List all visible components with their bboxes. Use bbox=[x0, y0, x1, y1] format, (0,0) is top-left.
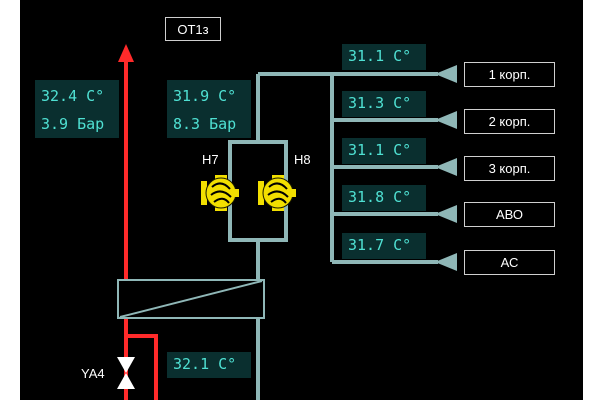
flow-arrow-icon bbox=[435, 158, 457, 176]
flow-arrow-icon bbox=[435, 65, 457, 83]
pump-icon[interactable] bbox=[201, 175, 239, 211]
pump-label-h7: Н7 bbox=[202, 152, 219, 167]
page-title: ОТ1з bbox=[165, 17, 221, 41]
supply-temperature: 32.4 C° bbox=[41, 87, 105, 105]
supply-pressure: 3.9 Бар bbox=[41, 115, 105, 133]
return-temperature: 32.1 C° bbox=[167, 352, 251, 378]
pump-pressure: 8.3 Бар bbox=[173, 115, 237, 133]
branch-temperature-4: 31.8 C° bbox=[342, 185, 426, 211]
return-red-pipe bbox=[126, 334, 158, 400]
pump-readout: 31.9 C° 8.3 Бар bbox=[167, 80, 251, 138]
supply-arrow-icon bbox=[118, 44, 134, 62]
valve-label: YA4 bbox=[81, 366, 105, 381]
flow-arrow-icon bbox=[435, 111, 457, 129]
flow-arrow-icon bbox=[435, 253, 457, 271]
dest-button-as[interactable]: АС bbox=[464, 250, 555, 275]
branch-temperature-3: 31.1 C° bbox=[342, 138, 426, 164]
heat-exchanger-diagonal bbox=[119, 280, 263, 318]
piping-diagram bbox=[117, 44, 457, 400]
pump-temperature: 31.9 C° bbox=[173, 87, 237, 105]
flow-arrow-icon bbox=[435, 205, 457, 223]
branch-temperature-5: 31.7 C° bbox=[342, 233, 426, 259]
pump-icon[interactable] bbox=[258, 175, 296, 211]
hvac-scada-panel: ОТ1з 32.4 C° 3.9 Бар 31.9 C° 8.3 Бар Н7 … bbox=[20, 0, 583, 400]
dest-button-avo[interactable]: АВО bbox=[464, 202, 555, 227]
branch-temperature-2: 31.3 C° bbox=[342, 91, 426, 117]
branch-temperature-1: 31.1 C° bbox=[342, 44, 426, 70]
valve-icon[interactable] bbox=[117, 357, 135, 389]
dest-button-building-1[interactable]: 1 корп. bbox=[464, 62, 555, 87]
pump-label-h8: Н8 bbox=[294, 152, 311, 167]
dest-button-building-2[interactable]: 2 корп. bbox=[464, 109, 555, 134]
supply-readout: 32.4 C° 3.9 Бар bbox=[35, 80, 119, 138]
dest-button-building-3[interactable]: 3 корп. bbox=[464, 156, 555, 181]
